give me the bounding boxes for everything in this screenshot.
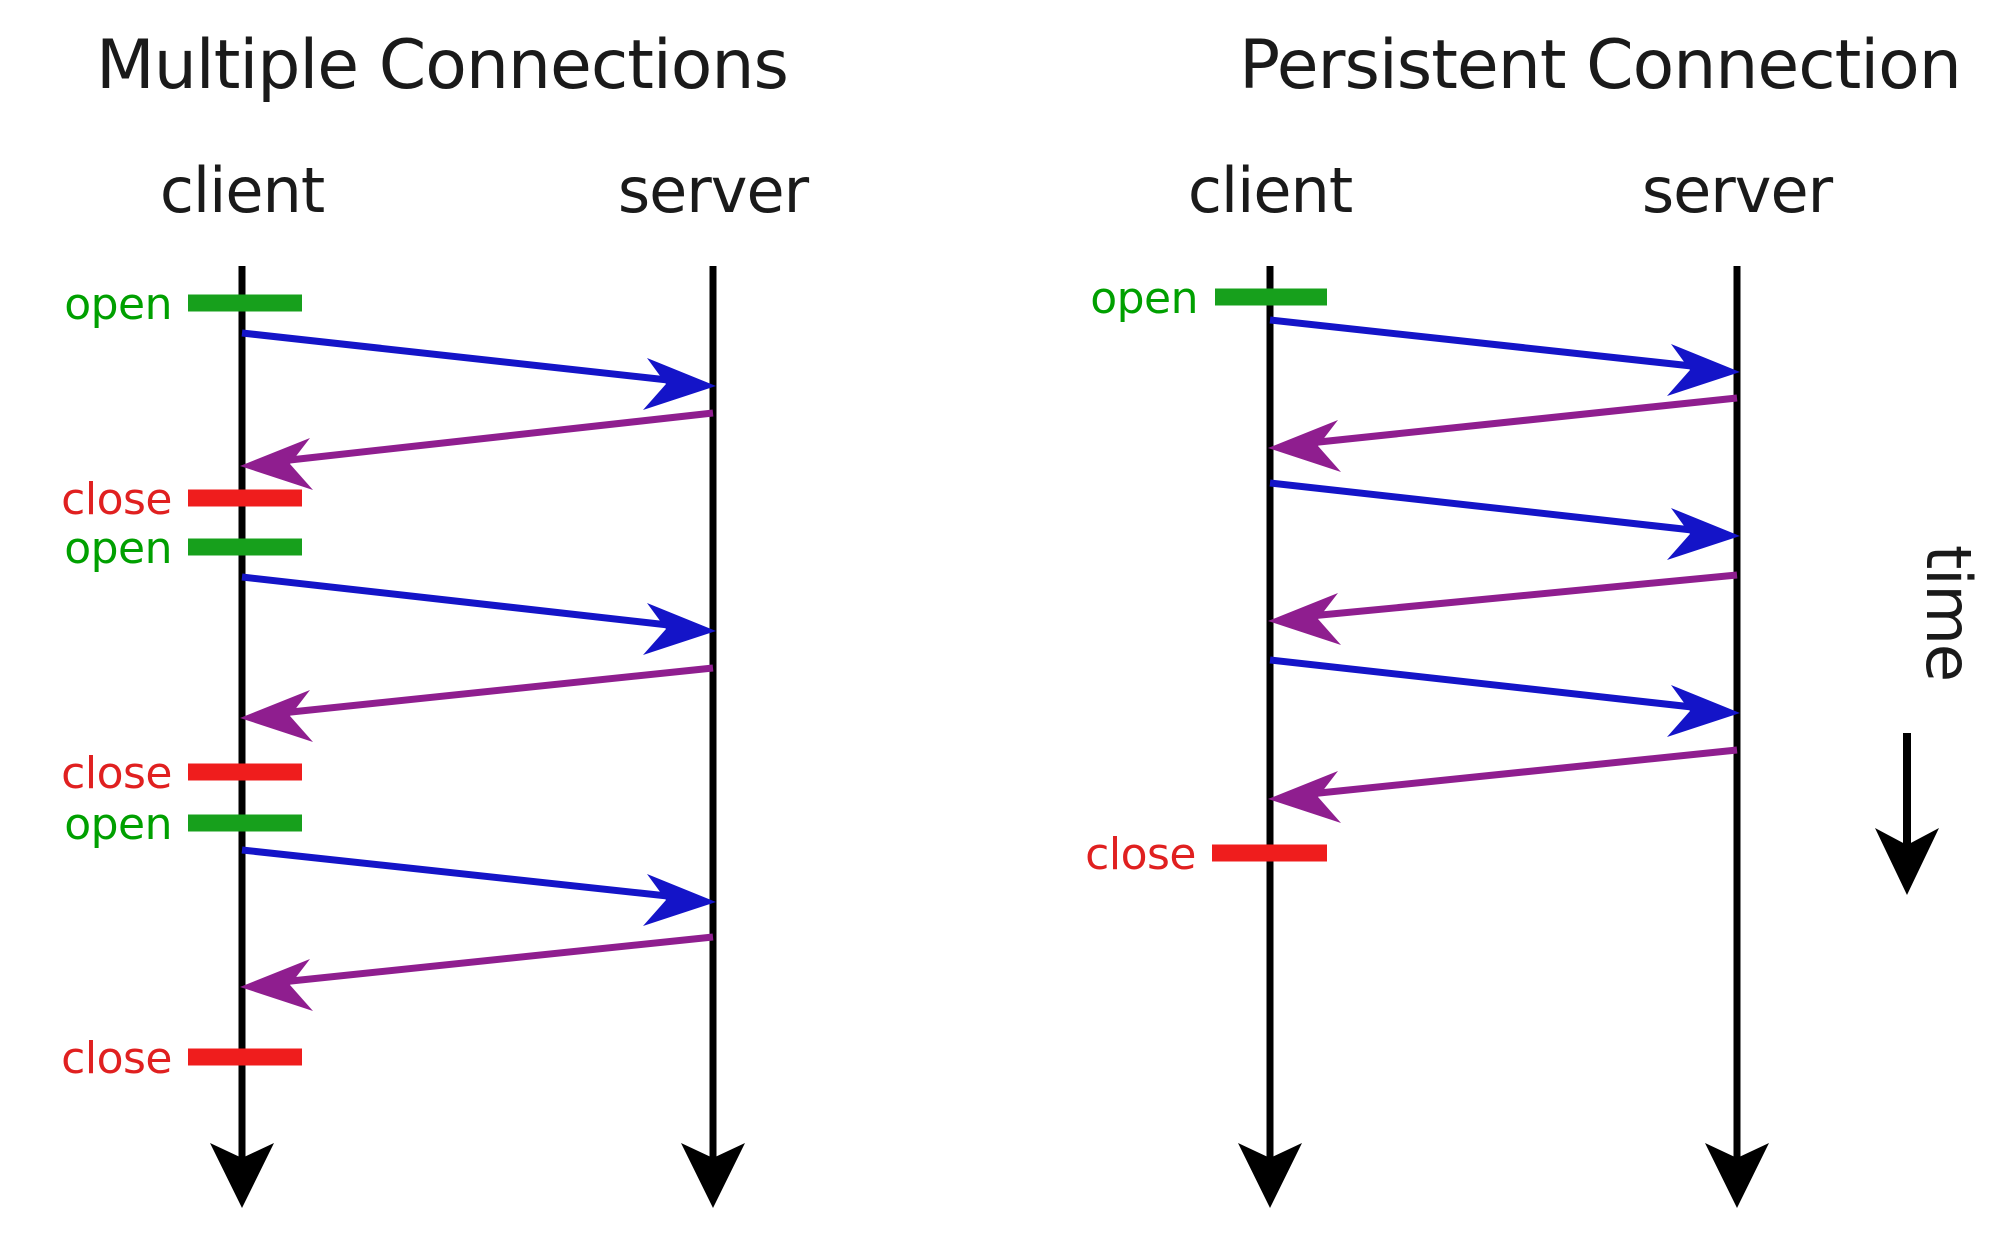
actor-label-server-left: server	[618, 154, 810, 227]
event-label-open-left-0: open	[64, 279, 172, 330]
message-arrowhead-response-left-1	[240, 438, 313, 490]
message-response-left-5	[271, 933, 714, 987]
event-label-open-left-2: open	[64, 523, 172, 574]
lifeline-arrowhead-server-left	[681, 1143, 745, 1208]
message-request-right-0	[1269, 316, 1711, 372]
message-arrowhead-response-right-3	[1268, 593, 1341, 645]
message-arrowhead-request-left-2	[643, 603, 716, 655]
message-request-right-2	[1269, 479, 1711, 536]
actor-label-server-right: server	[1642, 154, 1834, 227]
message-request-left-0	[241, 329, 687, 386]
time-axis-label: time	[1912, 545, 1985, 681]
panel-title-multiple-connections: Multiple Connections	[96, 26, 788, 105]
time-axis-arrowhead	[1875, 828, 1939, 895]
message-response-left-3	[271, 664, 714, 718]
actor-label-client-right: client	[1188, 154, 1352, 227]
panel-title-persistent-connection: Persistent Connection	[1239, 26, 1961, 105]
event-label-open-left-4: open	[64, 799, 172, 850]
message-arrowhead-response-right-1	[1268, 420, 1341, 472]
message-arrowhead-request-right-2	[1667, 508, 1740, 560]
message-response-right-5	[1299, 746, 1738, 799]
panel-multiple-connections: Multiple Connections client server open …	[61, 26, 811, 1208]
lifeline-arrowhead-server-right	[1705, 1143, 1769, 1208]
lifeline-arrowhead-client-right	[1238, 1143, 1302, 1208]
message-response-right-3	[1299, 571, 1738, 621]
lifeline-arrowhead-client-left	[210, 1143, 274, 1208]
event-label-close-right-1: close	[1085, 829, 1196, 880]
message-arrowhead-response-right-5	[1268, 771, 1341, 823]
message-request-right-4	[1269, 656, 1711, 713]
message-arrowhead-request-right-0	[1667, 344, 1740, 396]
message-arrowhead-request-left-4	[643, 874, 716, 926]
message-request-left-2	[241, 573, 687, 631]
message-response-right-1	[1299, 394, 1738, 448]
event-label-close-left-3: close	[61, 748, 172, 799]
event-label-close-left-5: close	[61, 1033, 172, 1084]
time-axis: time	[1875, 545, 1985, 895]
event-label-close-left-1: close	[61, 474, 172, 525]
actor-label-client-left: client	[160, 154, 324, 227]
message-arrowhead-request-left-0	[643, 358, 716, 410]
event-label-open-right-0: open	[1090, 273, 1198, 324]
message-arrowhead-request-right-4	[1667, 685, 1740, 737]
message-arrowhead-response-left-5	[240, 959, 313, 1011]
message-request-left-4	[241, 846, 687, 902]
message-response-left-1	[271, 409, 714, 466]
message-arrowhead-response-left-3	[240, 690, 313, 742]
panel-persistent-connection: Persistent Connection client server open	[1085, 26, 1962, 1208]
